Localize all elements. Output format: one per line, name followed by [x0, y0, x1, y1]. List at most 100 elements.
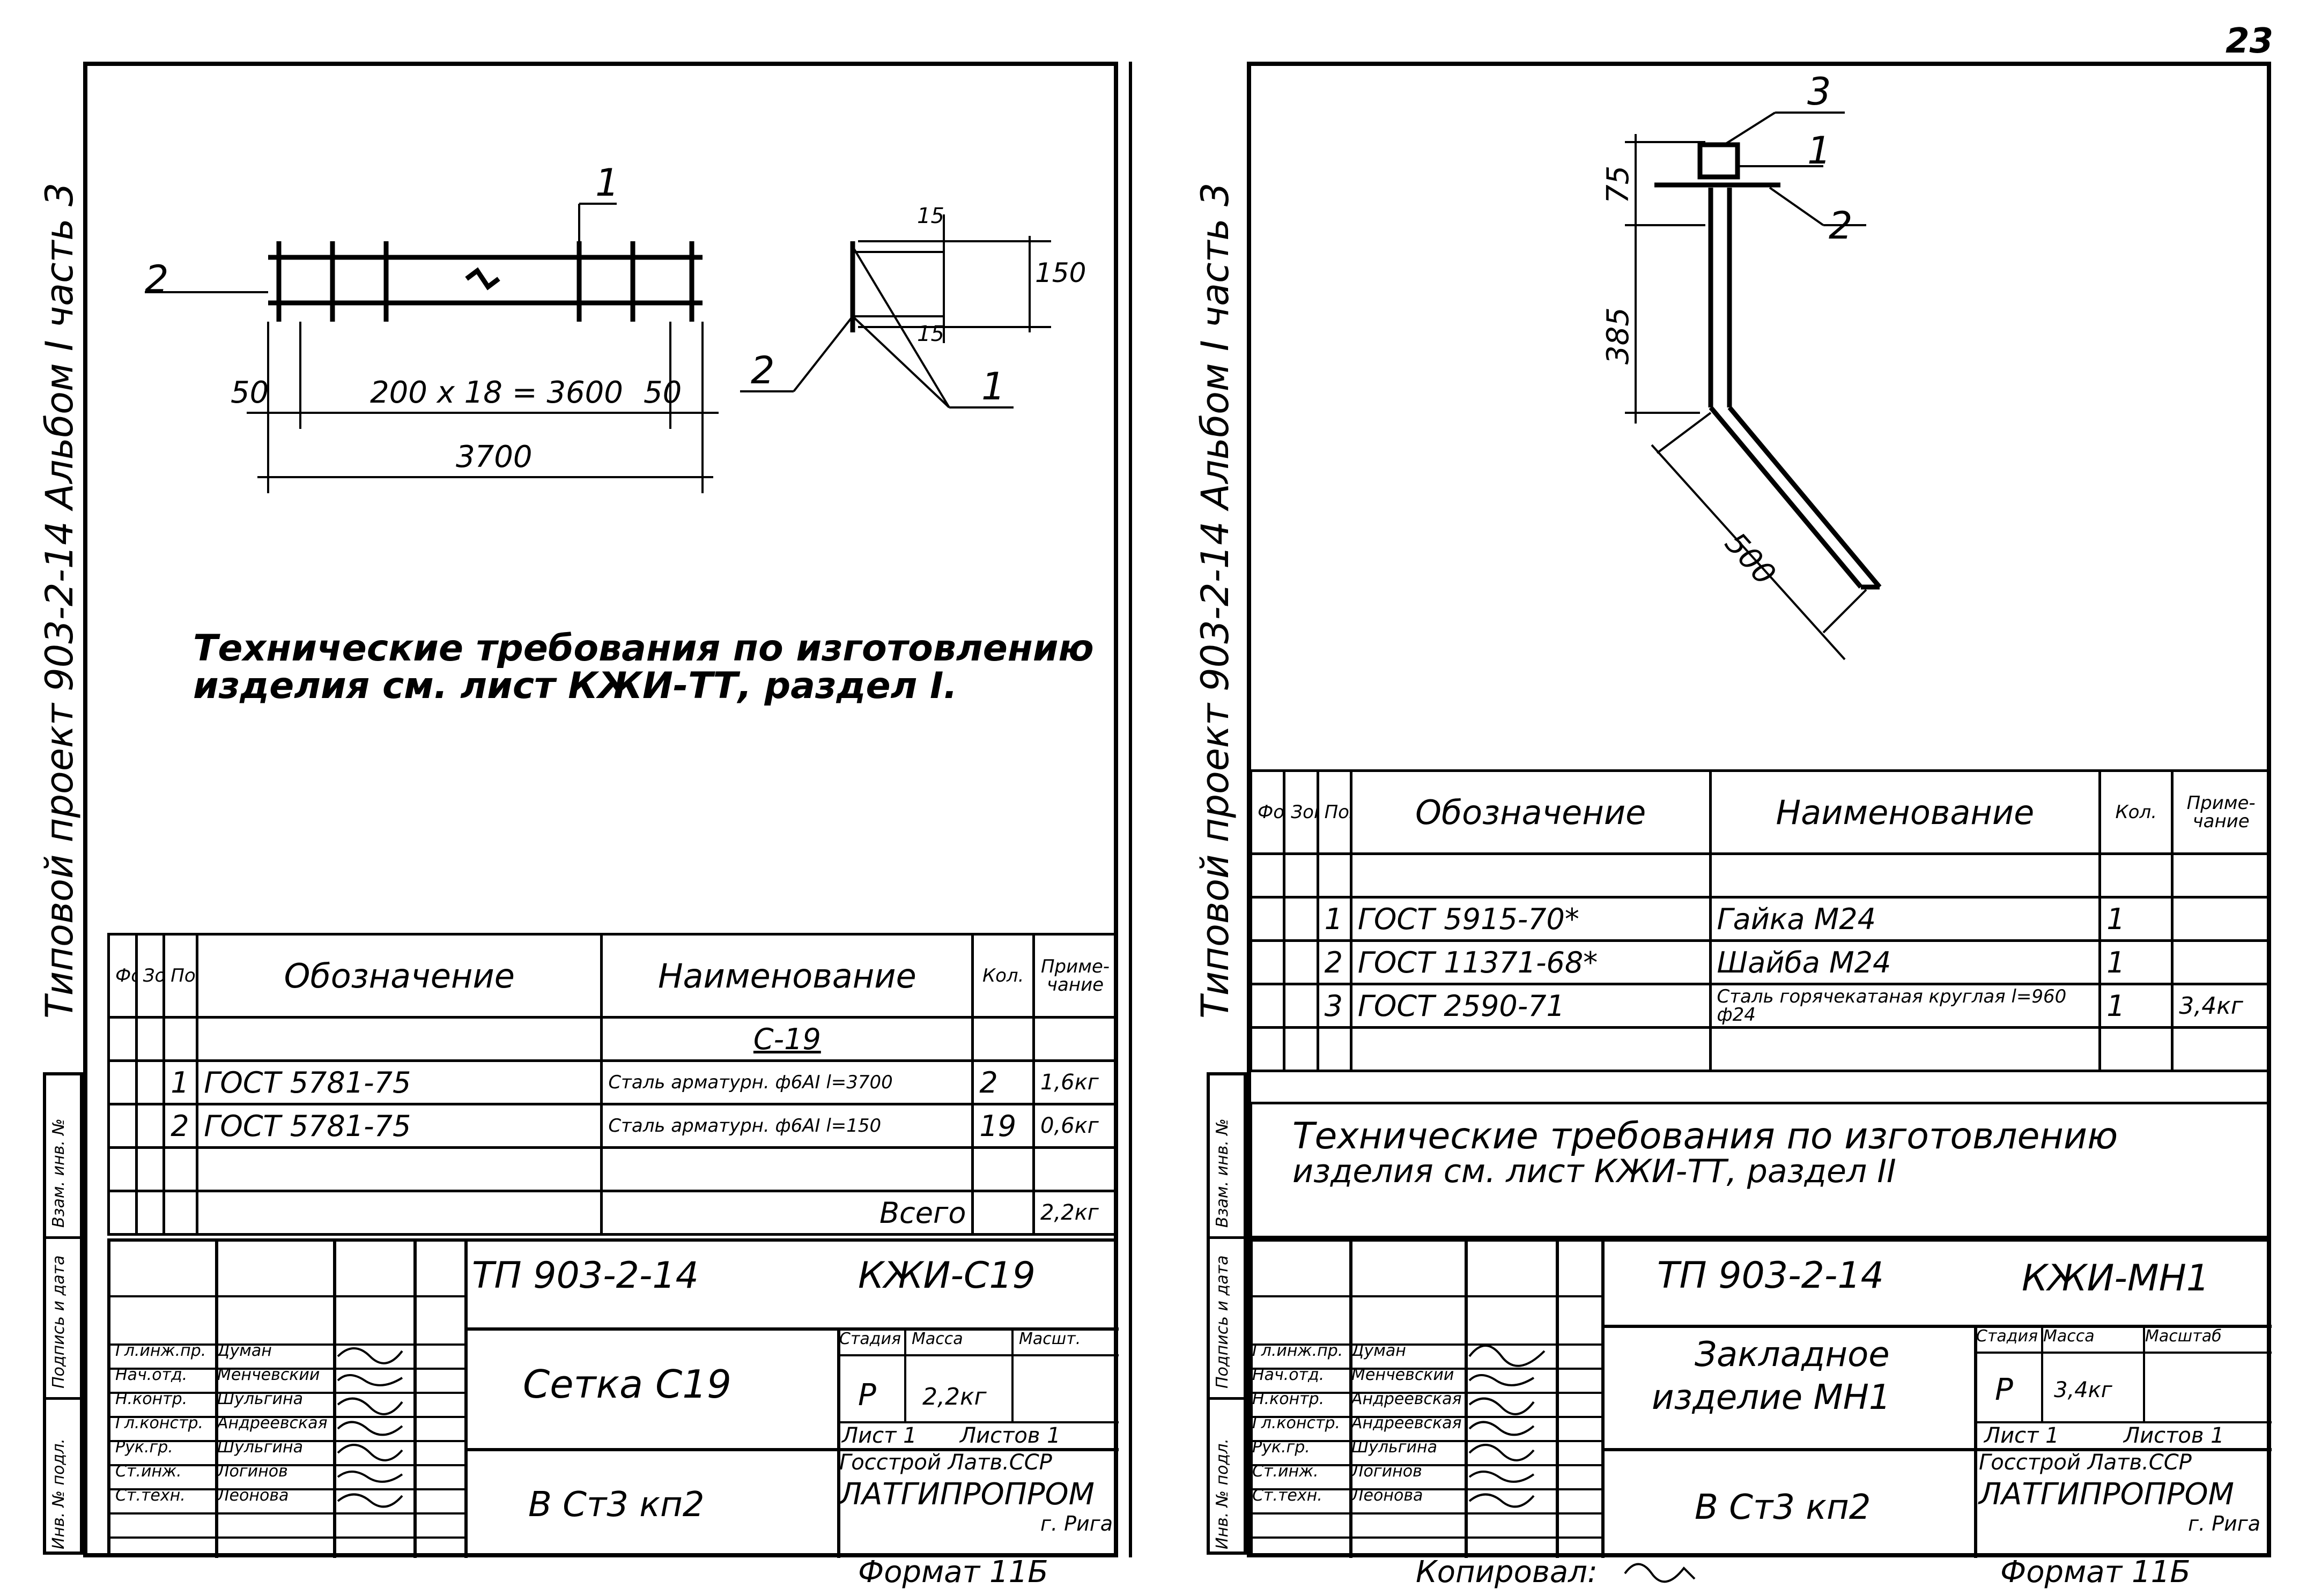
left-name-2: Менчевский	[217, 1365, 320, 1384]
left-stamp-org2: ЛАТГИПРОПРОМ	[839, 1477, 1095, 1512]
table-row: 2 ГОСТ 5781-75 Сталь арматурн. ф6АI l=15…	[107, 1103, 1118, 1149]
right-format-label: Формат 11Б	[2000, 1555, 2191, 1590]
spec-designation: ГОСТ 5781-75	[196, 1059, 603, 1105]
anchor-dim-385: 385	[1601, 307, 1636, 365]
spec-designation: ГОСТ 2590-71	[1349, 983, 1712, 1029]
left-stamp-title: Сетка С19	[523, 1362, 731, 1407]
table-row: Всего 2,2кг	[107, 1190, 1118, 1236]
section-dim-15b: 15	[917, 322, 944, 346]
right-spec-h-note: Приме-чание	[2171, 769, 2271, 855]
left-stamp-project: ТП 903-2-14	[472, 1254, 699, 1297]
left-name-4: Андреевская	[217, 1414, 328, 1432]
spec-pos: 3	[1316, 983, 1352, 1029]
right-note-box	[1250, 1102, 2271, 1238]
right-stamp-code: КЖИ-МН1	[2022, 1257, 2209, 1300]
right-role-1: Гл.инж.пр.	[1252, 1341, 1343, 1360]
spec-name: Сталь арматурн. ф6АI l=3700	[600, 1059, 974, 1105]
section-pos-2-label: 2	[751, 348, 775, 392]
spec-designation: ГОСТ 11371-68*	[1349, 939, 1712, 985]
table-row: 1 ГОСТ 5781-75 Сталь арматурн. ф6АI l=37…	[107, 1059, 1118, 1105]
right-name-6: Логинов	[1351, 1462, 1422, 1481]
anchor-pos-3-label: 3	[1807, 70, 1831, 114]
table-row: 2 ГОСТ 11371-68* Шайба М24 1	[1249, 939, 2271, 985]
right-spec-h-pos: Поз.	[1316, 769, 1352, 855]
copied-by-label: Копировал:	[1416, 1555, 1598, 1590]
right-signatures	[1468, 1345, 1546, 1508]
left-spec-h-format: Формат	[107, 933, 138, 1019]
left-role-5: Рук.гр.	[115, 1438, 173, 1457]
spec-name: Гайка М24	[1709, 896, 2102, 942]
spec-name: Шайба М24	[1709, 939, 2102, 985]
left-name-6: Логинов	[217, 1462, 288, 1481]
right-spec-h-designation: Обозначение	[1349, 769, 1712, 855]
spec-name: Сталь арматурн. ф6АI l=150	[600, 1103, 974, 1149]
left-stamp-material: В Ст3 кп2	[528, 1485, 705, 1525]
right-role-2: Нач.отд.	[1252, 1365, 1325, 1384]
right-name-5: Шульгина	[1351, 1438, 1437, 1457]
table-row: 1 ГОСТ 5915-70* Гайка М24 1	[1249, 896, 2271, 942]
left-stamp-scale-h: Масшт.	[1019, 1330, 1081, 1348]
left-spec-h-pos: Поз.	[162, 933, 199, 1019]
right-role-4: Гл.констр.	[1252, 1414, 1341, 1432]
anchor-pos-1-label: 1	[1807, 129, 1831, 173]
spec-qty: 2	[971, 1059, 1036, 1105]
mesh-pos-1-label: 1	[595, 161, 619, 205]
right-name-4: Андреевская	[1351, 1414, 1462, 1432]
left-role-4: Гл.констр.	[115, 1414, 204, 1432]
spec-note: 1,6кг	[1032, 1059, 1118, 1105]
section-dim-150: 150	[1035, 257, 1086, 288]
spec-note: 0,6кг	[1032, 1103, 1118, 1149]
right-side-stamp	[1207, 1072, 1247, 1555]
table-row: С-19	[107, 1016, 1118, 1062]
spec-pos: 1	[1316, 896, 1352, 942]
right-role-6: Ст.инж.	[1252, 1462, 1319, 1481]
section-pos-1-label: 1	[981, 365, 1006, 409]
spec-qty: 1	[2098, 896, 2174, 942]
left-spec-h-name: Наименование	[600, 933, 974, 1019]
left-spec-group: С-19	[600, 1016, 974, 1062]
mesh-pos-2-label: 2	[145, 257, 169, 301]
right-stamp-stage: Р	[1995, 1372, 2013, 1407]
table-row: 3 ГОСТ 2590-71 Сталь горячекатаная кругл…	[1249, 983, 2271, 1029]
anchor-dim-75: 75	[1601, 165, 1636, 204]
right-stamp-stage-h: Стадия	[1976, 1327, 2038, 1346]
left-note-line-2: изделия см. лист КЖИ-ТТ, раздел I.	[193, 665, 958, 707]
right-name-1: Думан	[1351, 1341, 1406, 1360]
right-spec-h-format: Формат	[1249, 769, 1286, 855]
mesh-dim-edge-left: 50	[231, 375, 269, 410]
right-stamp-title-1: Закладное	[1695, 1335, 1890, 1375]
right-stamp-sheet: Лист 1	[1984, 1423, 2059, 1448]
left-spec-h-zone: Зона	[135, 933, 166, 1019]
left-stamp-stage-h: Стадия	[839, 1330, 901, 1348]
left-stamp-org1: Госстрой Латв.ССР	[839, 1450, 1052, 1475]
left-signatures	[337, 1347, 403, 1508]
left-title-block	[107, 1238, 1119, 1558]
left-stamp-mass: 2,2кг	[922, 1383, 987, 1411]
right-stamp-scale-h: Масштаб	[2145, 1327, 2222, 1346]
right-role-3: Н.контр.	[1252, 1390, 1325, 1408]
mesh-dim-distribution: 200 x 18 = 3600	[370, 375, 623, 410]
left-stamp-city: г. Рига	[1040, 1512, 1113, 1535]
right-stamp-title-2: изделие МН1	[1652, 1378, 1891, 1417]
center-gutter-line	[1129, 62, 1132, 1557]
table-row	[1249, 1026, 2271, 1072]
spec-pos: 1	[162, 1059, 199, 1105]
right-name-7: Леонова	[1351, 1486, 1423, 1505]
left-spec-h-note: Приме-чание	[1032, 933, 1118, 1019]
left-role-3: Н.контр.	[115, 1390, 188, 1408]
mesh-dim-edge-right: 50	[644, 375, 682, 410]
left-stamp-sheet: Лист 1	[842, 1423, 917, 1448]
right-spec-h-zone: Зона	[1283, 769, 1319, 855]
page-number: 23	[2226, 21, 2274, 61]
left-role-2: Нач.отд.	[115, 1365, 188, 1384]
spec-name: Сталь горячекатаная круглая l=960 ф24	[1709, 983, 2102, 1029]
spec-pos: 2	[1316, 939, 1352, 985]
left-role-1: Гл.инж.пр.	[115, 1341, 206, 1360]
left-name-1: Думан	[217, 1341, 272, 1360]
anchor-pos-2-label: 2	[1829, 204, 1853, 248]
right-spec-h-qty: Кол.	[2098, 769, 2174, 855]
section-dim-15a: 15	[917, 204, 944, 228]
left-name-3: Шульгина	[217, 1390, 303, 1408]
